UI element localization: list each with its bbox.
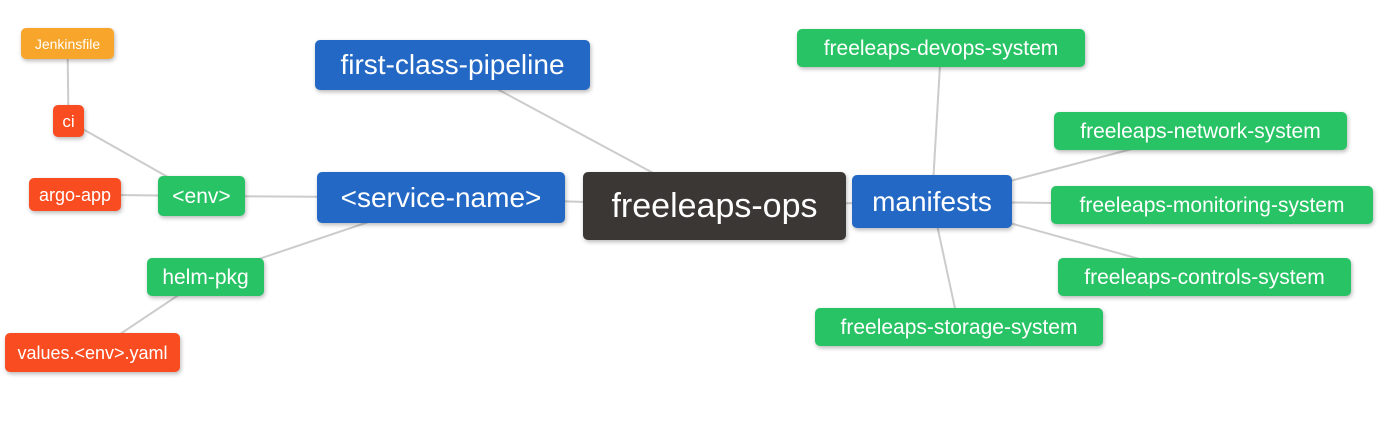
- node-helm-pkg[interactable]: helm-pkg: [147, 258, 264, 296]
- node-service-name[interactable]: <service-name>: [317, 172, 565, 223]
- node-storage-system[interactable]: freeleaps-storage-system: [815, 308, 1103, 346]
- node-network-system[interactable]: freeleaps-network-system: [1054, 112, 1347, 150]
- node-freeleaps-ops[interactable]: freeleaps-ops: [583, 172, 846, 240]
- node-values-env-yaml[interactable]: values.<env>.yaml: [5, 333, 180, 372]
- node-env[interactable]: <env>: [158, 176, 245, 216]
- node-devops-system[interactable]: freeleaps-devops-system: [797, 29, 1085, 67]
- node-monitoring-system[interactable]: freeleaps-monitoring-system: [1051, 186, 1373, 224]
- node-controls-system[interactable]: freeleaps-controls-system: [1058, 258, 1351, 296]
- node-jenkinsfile[interactable]: Jenkinsfile: [21, 28, 114, 59]
- node-argo-app[interactable]: argo-app: [29, 178, 121, 211]
- node-first-class-pipeline[interactable]: first-class-pipeline: [315, 40, 590, 90]
- node-manifests[interactable]: manifests: [852, 175, 1012, 228]
- node-ci[interactable]: ci: [53, 105, 84, 137]
